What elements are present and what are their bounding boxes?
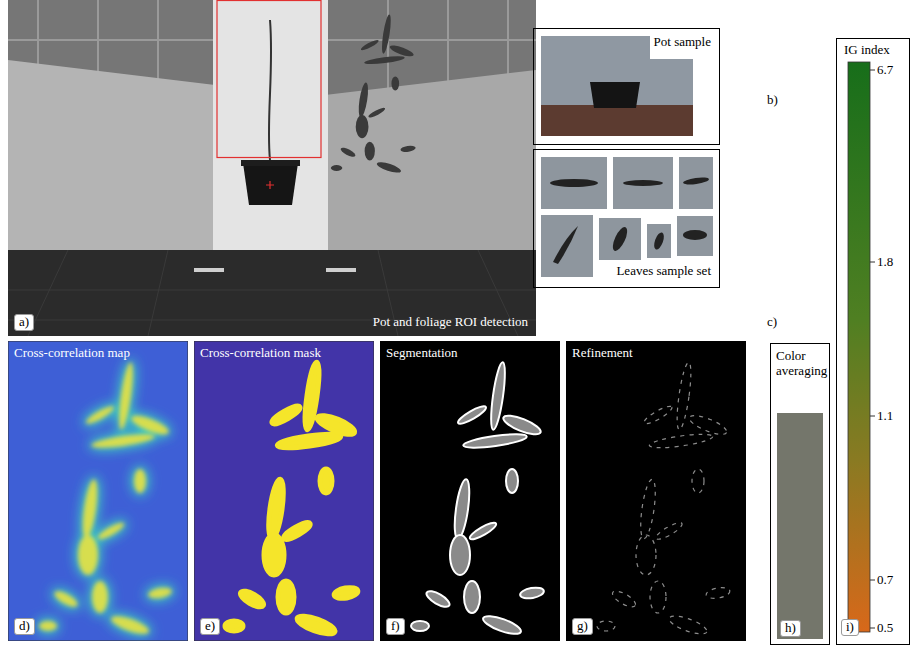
panel-letter: f) — [386, 618, 405, 635]
image-panel: Refinement g) — [566, 341, 746, 641]
image-panel: Cross-correlation map d) — [8, 341, 188, 641]
color-box: Color averaging h) — [770, 343, 830, 645]
correlation-mask — [194, 341, 374, 641]
panel-letter: e) — [200, 618, 220, 635]
panel-title: Pot sample — [654, 35, 711, 50]
panel-title: Color averaging — [776, 349, 826, 379]
sample-box: Leaves sample setc) — [533, 149, 720, 288]
panel-letter: a) — [14, 314, 34, 331]
average-color — [777, 413, 823, 639]
panel-title: Pot and foliage ROI detection — [373, 315, 528, 330]
panel-letter: d) — [14, 618, 35, 635]
axis-title: IG index — [844, 43, 890, 58]
colorbar-box: IG index i) — [836, 38, 910, 645]
panel-title: Leaves sample set — [616, 264, 711, 279]
panel-title: Cross-correlation map — [14, 346, 130, 361]
tick-label: 1.8 — [877, 255, 893, 270]
panel-letter: c) — [767, 315, 777, 330]
tick-label: 1.1 — [877, 409, 893, 424]
tick-label: 6.7 — [877, 63, 893, 78]
colorbar-ticks — [870, 70, 875, 628]
lab-photo — [8, 0, 536, 336]
panel-letter: b) — [767, 93, 778, 108]
panel-letter: h) — [780, 620, 801, 637]
refinement-image — [566, 341, 746, 641]
image-panel: Segmentation f) — [380, 341, 560, 641]
tick-label: 0.7 — [877, 573, 893, 588]
panel-letter: i) — [841, 619, 859, 636]
panel-letter: g) — [572, 618, 593, 635]
image-panel: Cross-correlation mask e) — [194, 341, 374, 641]
tick-label: 0.5 — [877, 621, 893, 636]
panel-title: Cross-correlation mask — [200, 346, 321, 361]
panel-title: Refinement — [572, 346, 633, 361]
sample-box: Pot sampleb) — [533, 28, 720, 145]
leaf-thumbnails — [541, 157, 713, 277]
colorbar — [848, 62, 870, 632]
panel-title: Segmentation — [386, 346, 458, 361]
correlation-map — [8, 341, 188, 641]
photo-panel: Pot and foliage ROI detection a) — [8, 0, 536, 336]
segmentation-image — [380, 341, 560, 641]
